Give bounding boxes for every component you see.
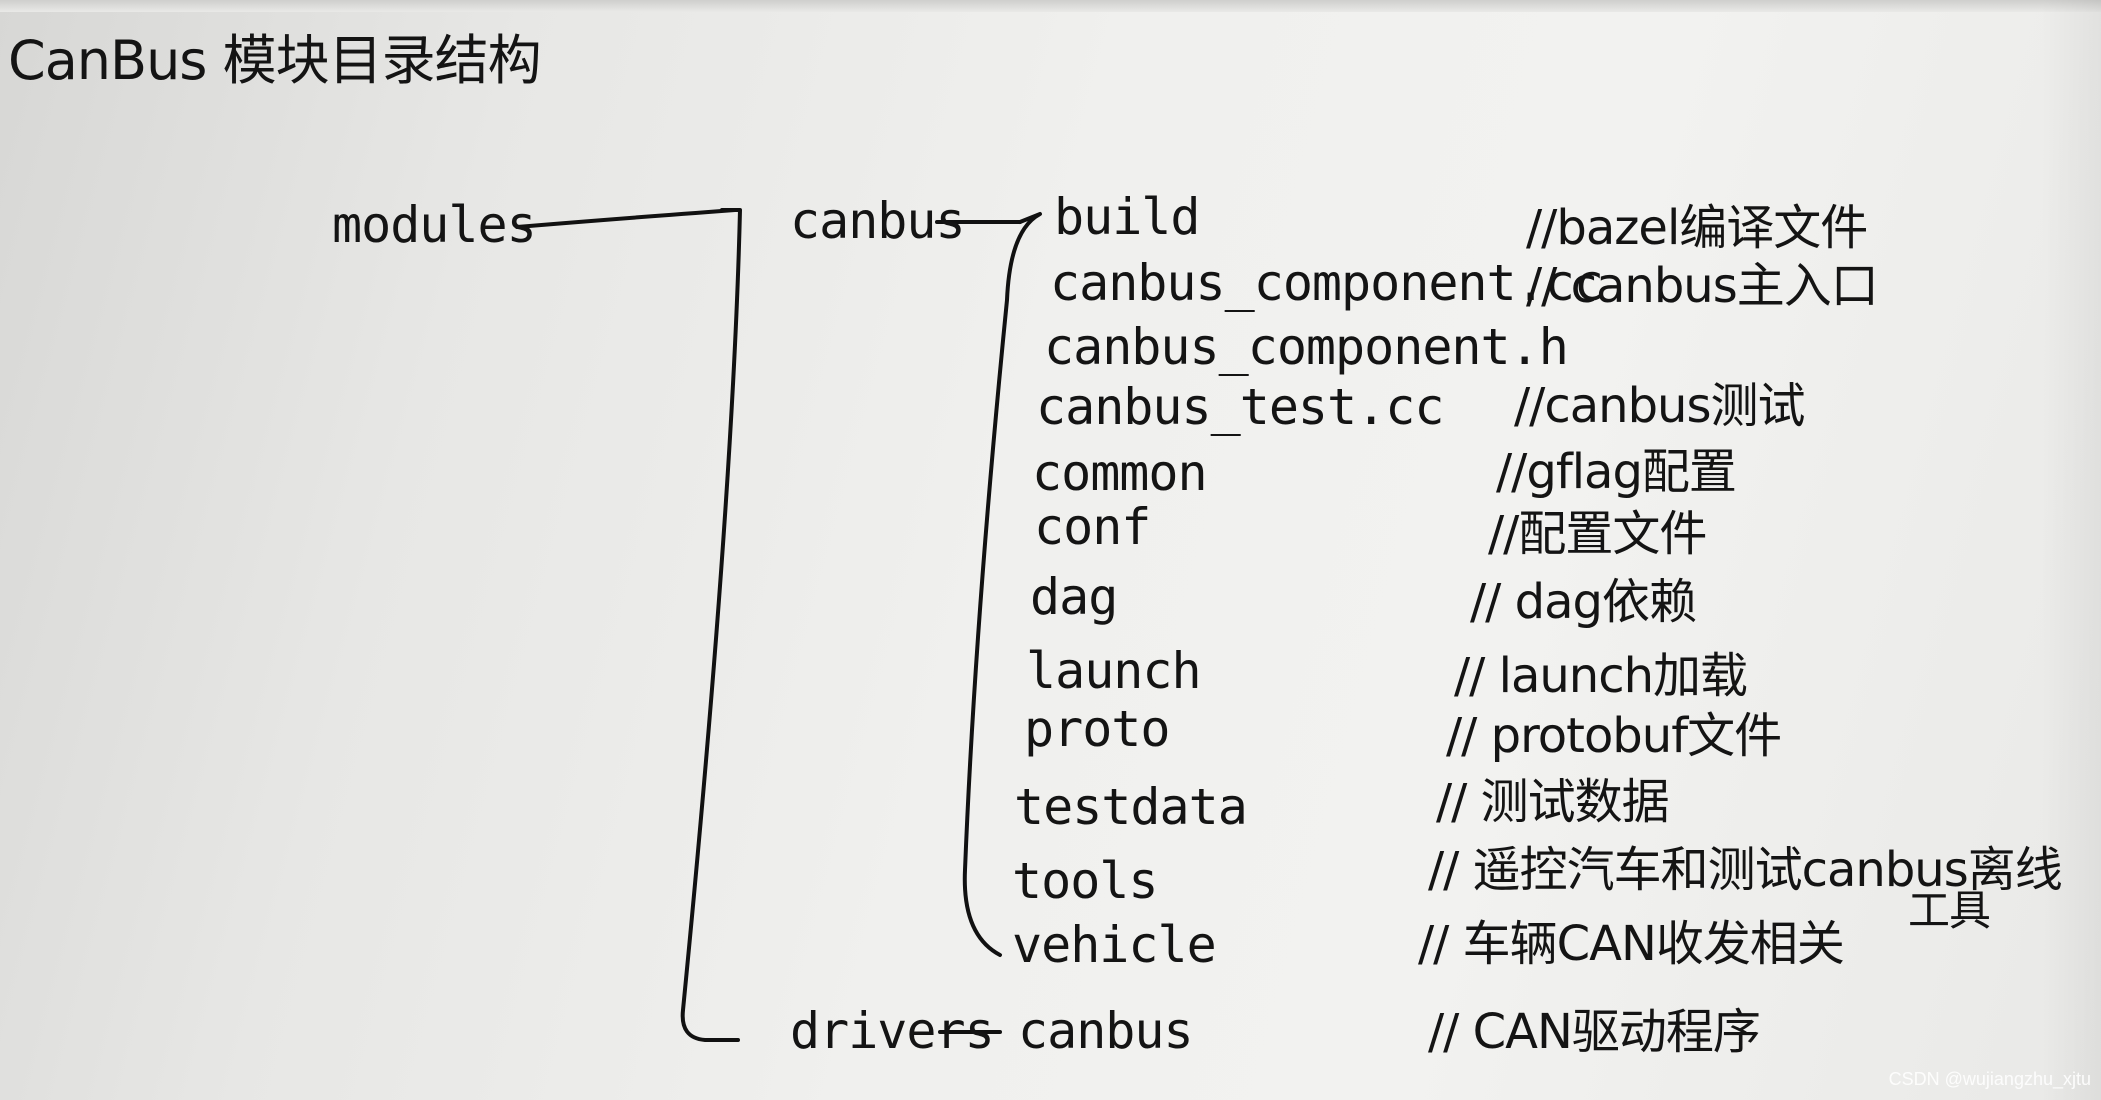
page-shadow [2041,0,2101,1100]
tree-node-drivers-canbus: canbus [1018,1002,1194,1060]
diagram-title: CanBus 模块目录结构 [8,29,542,92]
comment-tools: // 遥控汽车和测试canbus离线 [1428,842,2063,898]
comment-dag: // dag依赖 [1470,574,1697,630]
comment-launch: // launch加载 [1454,648,1748,704]
tree-file-canbus-component-h: canbus_component.h [1044,318,1569,376]
comment-common: //gflag配置 [1496,444,1737,500]
tree-node-canbus: canbus [790,192,966,250]
comment-drivers-canbus: // CAN驱动程序 [1428,1004,1761,1060]
tree-file-common: common [1032,444,1208,502]
tree-file-vehicle: vehicle [1012,916,1217,974]
comment-vehicle: // 车辆CAN收发相关 [1418,916,1845,972]
tree-file-conf: conf [1034,498,1151,556]
comment-build: //bazel编译文件 [1526,200,1868,256]
tree-node-modules: modules [332,196,537,254]
tree-file-launch: launch [1026,642,1202,700]
comment-conf: //配置文件 [1488,506,1707,562]
tree-file-tools: tools [1012,852,1159,910]
tree-node-drivers: drivers [790,1002,995,1060]
canbus-bracket [962,212,1042,957]
modules-connector [515,208,737,229]
tree-file-proto: proto [1024,700,1171,758]
tree-file-dag: dag [1030,568,1118,626]
tree-file-canbus-test-cc: canbus_test.cc [1036,378,1444,436]
tree-file-testdata: testdata [1014,778,1248,836]
tree-file-build: build [1054,188,1201,246]
comment-tools-continued: 工具 [1908,886,1991,935]
page-edge [0,0,2101,12]
comment-testdata: // 测试数据 [1436,774,1670,830]
modules-bracket [680,208,742,1042]
comment-canbus-component-cc: // canbus主入口 [1526,258,1879,314]
watermark: CSDN @wujiangzhu_xjtu [1888,1069,2091,1089]
tree-file-canbus-component-cc: canbus_component.cc [1050,254,1604,312]
comment-canbus-test-cc: //canbus测试 [1514,378,1805,434]
comment-proto: // protobuf文件 [1446,708,1782,764]
